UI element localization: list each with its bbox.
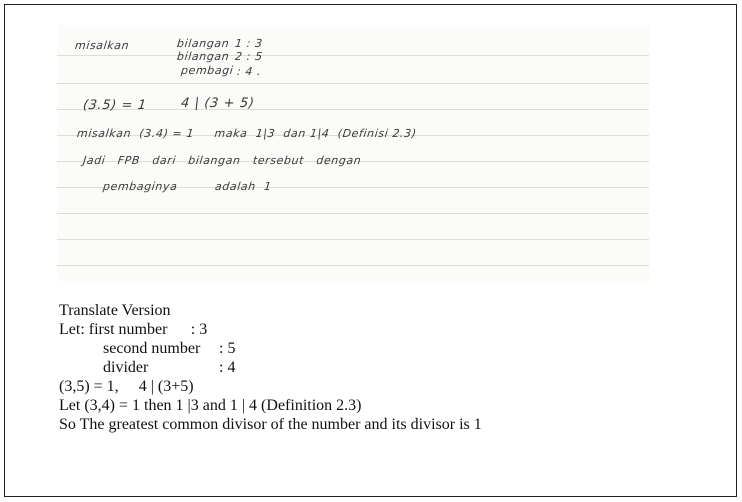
row1-key: first number	[88, 321, 168, 338]
row3-value: : 4	[219, 359, 236, 376]
translation-row-3: divider : 4	[59, 358, 482, 377]
translation-row-1: Let: first number : 3	[59, 320, 482, 339]
hw-misalkan: misalkan	[74, 39, 130, 52]
ruled-line	[57, 239, 649, 240]
let-prefix: Let:	[59, 321, 85, 338]
ruled-line	[57, 83, 649, 84]
translation-row-2: second number : 5	[59, 339, 482, 358]
gcd-statement: (3,5) = 1,	[59, 378, 119, 395]
ruled-line	[57, 55, 649, 56]
hw-value-2: 2 : 5	[234, 50, 264, 63]
figure-frame: misalkan bilangan 1 : 3 bilangan 2 : 5 p…	[4, 4, 737, 497]
translation-gcd-line: (3,5) = 1, 4 | (3+5)	[59, 377, 482, 396]
row1-value: : 3	[190, 321, 208, 338]
hw-pembagi: pembagi	[180, 64, 235, 77]
divides-statement: 4 | (3+5)	[138, 378, 194, 395]
translation-title: Translate Version	[59, 302, 171, 319]
row2-key: second number	[103, 340, 201, 357]
ruled-line	[57, 109, 649, 110]
ruled-line	[57, 265, 649, 266]
hw-value-3: : 4 .	[236, 65, 262, 78]
ruled-line	[57, 135, 649, 136]
ruled-line	[57, 213, 649, 214]
ruled-line	[57, 161, 649, 162]
hw-adalah: adalah 1	[214, 180, 273, 193]
row2-value: : 5	[219, 340, 236, 357]
hw-bilangan-1: bilangan	[176, 37, 230, 50]
row3-key: divider	[103, 359, 149, 376]
translation-conclusion: So The greatest common divisor of the nu…	[59, 416, 482, 433]
translation-let-line: Let (3,4) = 1 then 1 |3 and 1 | 4 (Defin…	[59, 397, 362, 414]
hw-gcd: (3.5) = 1	[82, 98, 148, 113]
hw-divides: 4 | (3 + 5)	[180, 96, 256, 111]
hw-line-jadi: Jadi FPB dari bilangan tersebut dengan	[82, 154, 363, 167]
handwritten-scan: misalkan bilangan 1 : 3 bilangan 2 : 5 p…	[57, 25, 649, 281]
ruled-line	[57, 187, 649, 188]
hw-bilangan-2: bilangan	[176, 50, 230, 63]
hw-value-1: 1 : 3	[234, 37, 264, 50]
translation-block: Translate Version Let: first number : 3 s…	[59, 301, 482, 434]
hw-line-definition: misalkan (3.4) = 1 maka 1|3 dan 1|4 (Def…	[76, 127, 418, 140]
hw-pembaginya: pembaginya	[102, 180, 179, 193]
